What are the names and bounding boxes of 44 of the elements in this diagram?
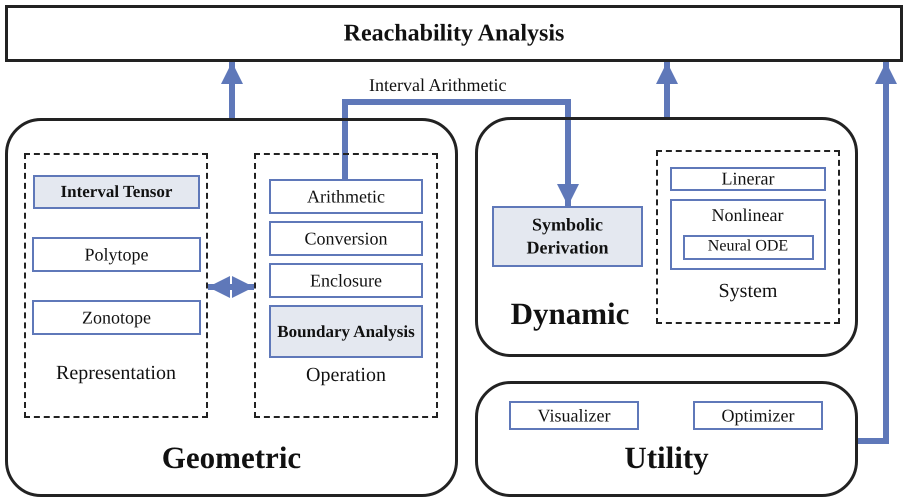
module-panel	[475, 117, 858, 357]
title-label: Reachability Analysis	[342, 18, 566, 48]
box-label: Boundary Analysis	[276, 320, 416, 343]
module-heading: Geometric	[160, 440, 302, 476]
arrow	[208, 276, 254, 298]
box-label: Zonotope	[81, 306, 152, 330]
component-box	[269, 263, 423, 298]
box-label: Enclosure	[309, 268, 383, 292]
title-box	[5, 5, 903, 62]
dashed-group	[656, 150, 840, 324]
group-label: System	[718, 280, 778, 303]
box-label: Linerar	[720, 167, 776, 190]
box-label: Conversion	[304, 226, 388, 250]
component-box	[670, 199, 826, 270]
component-box	[693, 401, 823, 430]
module-panel	[5, 118, 458, 497]
component-box	[32, 300, 201, 335]
component-box	[269, 305, 423, 358]
box-label: Polytope	[83, 242, 150, 266]
arrow	[656, 62, 678, 117]
box-label: Arithmetic	[306, 184, 386, 208]
module-heading: Dynamic	[510, 296, 630, 332]
dashed-group	[254, 153, 438, 418]
box-label: Interval Tensor	[60, 180, 174, 203]
arrow	[221, 62, 243, 118]
box-label: Neural ODE	[706, 236, 790, 257]
component-box	[509, 401, 639, 430]
component-box	[670, 167, 826, 191]
module-panel	[475, 381, 858, 497]
group-label: Nonlinear	[710, 204, 784, 226]
dashed-group	[24, 153, 208, 418]
box-label: Visualizer	[536, 404, 612, 427]
box-label: Optimizer	[720, 404, 796, 428]
component-box	[269, 221, 423, 256]
group-label: Operation	[305, 364, 387, 387]
component-box	[32, 237, 201, 272]
box-label: Symbolic Derivation	[526, 213, 610, 260]
group-label: Representation	[55, 362, 177, 385]
module-heading: Utility	[623, 440, 710, 476]
component-box	[33, 175, 200, 209]
component-box	[269, 179, 423, 214]
arrow	[342, 99, 579, 206]
component-box	[682, 234, 814, 260]
component-box	[492, 206, 643, 267]
